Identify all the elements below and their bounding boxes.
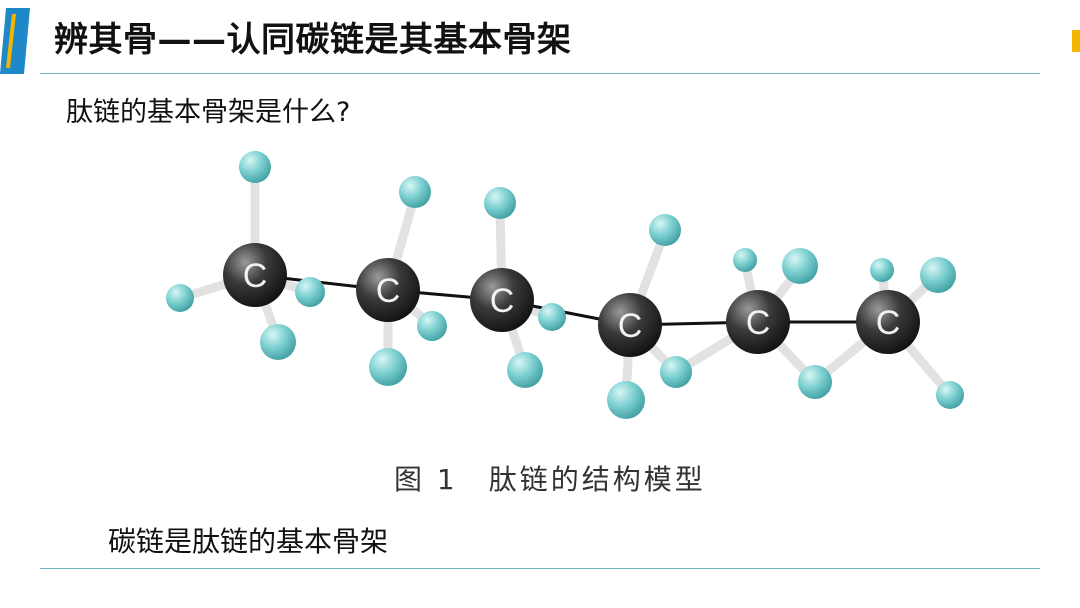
- hydrogen-atom: [936, 381, 964, 409]
- slide-title: 辨其骨——认同碳链是其基本骨架: [54, 20, 572, 60]
- hydrogen-atom: [733, 248, 757, 272]
- bottom-divider: [40, 568, 1040, 569]
- hydrogen-atoms: [166, 151, 964, 419]
- hydrogen-atom: [870, 258, 894, 282]
- carbon-label: C: [876, 304, 901, 342]
- hydrogen-atom: [295, 277, 325, 307]
- carbon-atom: C: [726, 290, 790, 354]
- hydrogen-atom: [607, 381, 645, 419]
- title-divider: [40, 73, 1040, 74]
- bonds: [175, 165, 955, 403]
- carbon-label: C: [243, 257, 268, 295]
- carbon-atom: C: [223, 243, 287, 307]
- figure-caption: 图 1 肽链的结构模型: [394, 463, 706, 496]
- peptide-chain-model-figure: C C C C C C: [166, 151, 964, 419]
- hydrogen-atom: [484, 187, 516, 219]
- carbon-atoms: C C C C C C: [223, 243, 920, 357]
- hydrogen-atom: [649, 214, 681, 246]
- hydrogen-atom: [798, 365, 832, 399]
- question-text: 肽链的基本骨架是什么?: [66, 97, 351, 128]
- carbon-label: C: [618, 307, 643, 345]
- hydrogen-atom: [782, 248, 818, 284]
- carbon-atom: C: [356, 258, 420, 322]
- hydrogen-atom: [660, 356, 692, 388]
- hydrogen-atom: [417, 311, 447, 341]
- title-accent-bar: [0, 8, 30, 74]
- carbon-label: C: [376, 272, 401, 310]
- answer-text: 碳链是肽链的基本骨架: [108, 525, 389, 558]
- carbon-label: C: [746, 304, 771, 342]
- hydrogen-atom: [507, 352, 543, 388]
- right-accent-mark: [1072, 30, 1080, 52]
- carbon-atom: C: [470, 268, 534, 332]
- carbon-atom: C: [598, 293, 662, 357]
- hydrogen-atom: [920, 257, 956, 293]
- hydrogen-atom: [399, 176, 431, 208]
- hydrogen-atom: [260, 324, 296, 360]
- hydrogen-atom: [239, 151, 271, 183]
- carbon-label: C: [490, 282, 515, 320]
- hydrogen-atom: [538, 303, 566, 331]
- hydrogen-atom: [166, 284, 194, 312]
- carbon-atom: C: [856, 290, 920, 354]
- hydrogen-atom: [369, 348, 407, 386]
